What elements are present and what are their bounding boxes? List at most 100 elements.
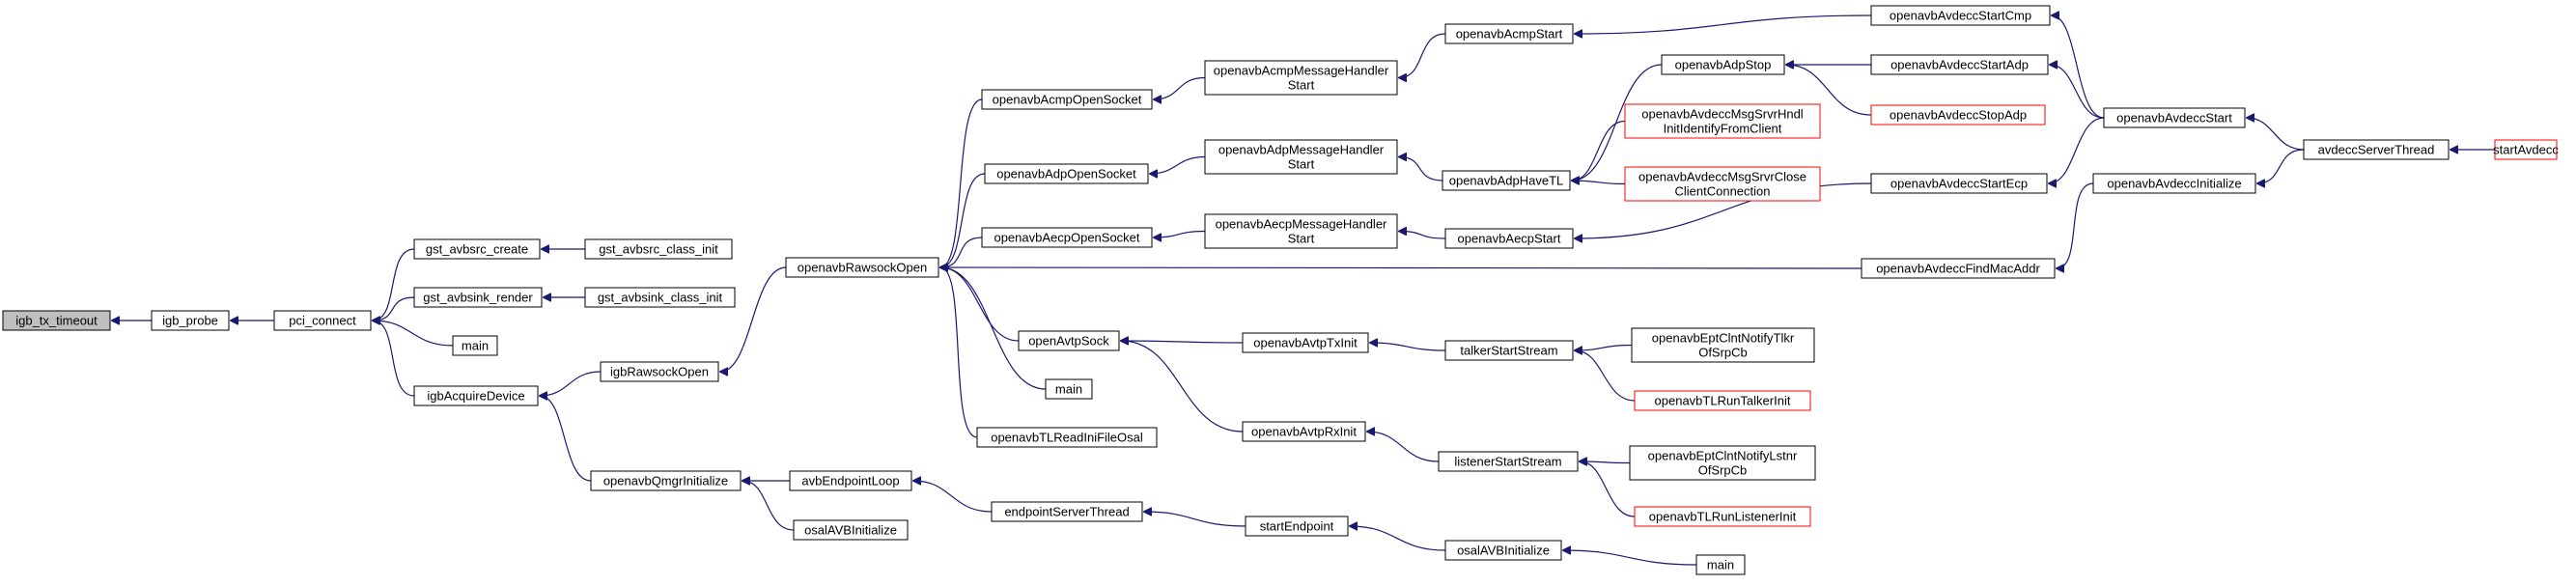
node-box	[1634, 390, 1811, 411]
node-label: openavbAcmpOpenSocket	[993, 93, 1142, 107]
node-label: ClientConnection	[1674, 184, 1770, 199]
node-openavb-rawsock-open[interactable]: openavbRawsockOpen	[785, 257, 939, 278]
node-box	[1870, 173, 2048, 194]
node-box	[2, 310, 111, 331]
node-box	[413, 238, 541, 260]
edge	[1370, 343, 1446, 351]
node-openavb-avdecc-stop-adp[interactable]: openavbAvdeccStopAdp	[1870, 104, 2046, 126]
node-openavb-acmp-start[interactable]: openavbAcmpStart	[1444, 23, 1574, 44]
node-box	[584, 287, 736, 308]
node-openavb-aecp-start[interactable]: openavbAecpStart	[1444, 228, 1574, 249]
node-gst-avbsink-render[interactable]: gst_avbsink_render	[413, 287, 543, 308]
edge-igb-acquire-device-to-pci-connect	[373, 321, 415, 397]
node-avdecc-server-thread[interactable]: avdeccServerThread	[2303, 139, 2450, 160]
node-start-avdecc[interactable]: startAvdecc	[2493, 139, 2559, 160]
node-listener-start-stream[interactable]: listenerStartStream	[1438, 451, 1579, 472]
node-main-pci[interactable]: main	[452, 335, 498, 356]
edge	[2057, 182, 2094, 268]
node-igb-tx-timeout[interactable]: igb_tx_timeout	[2, 310, 111, 331]
edge	[1399, 232, 1446, 239]
node-gst-avbsrc-create[interactable]: gst_avbsrc_create	[413, 238, 541, 260]
node-endpoint-server-thread[interactable]: endpointServerThread	[991, 501, 1143, 522]
edge-igb-rawsock-open-to-igb-acquire-device	[540, 371, 602, 396]
edge	[1150, 155, 1206, 175]
node-label: openavbAvdeccMsgSrvrHndl	[1641, 107, 1804, 122]
node-pci-connect[interactable]: pci_connect	[273, 310, 372, 331]
node-box	[981, 227, 1153, 248]
edge	[1575, 344, 1633, 351]
node-box	[600, 361, 719, 382]
node-igb-rawsock-open[interactable]: igbRawsockOpen	[600, 361, 719, 382]
node-osal-avbinitialize-s[interactable]: osalAVBInitialize	[1444, 540, 1562, 561]
node-openavb-aecp-open-socket[interactable]: openavbAecpOpenSocket	[981, 227, 1153, 248]
node-label: Start	[1288, 232, 1315, 246]
edge	[1575, 350, 1636, 402]
node-openavb-avdecc-initialize[interactable]: openavbAvdeccInitialize	[2092, 173, 2256, 194]
node-start-endpoint[interactable]: startEndpoint	[1245, 516, 1349, 537]
node-msg-srvr-hndl-init-identify-from-client[interactable]: openavbAvdeccMsgSrvrHndlInitIdentifyFrom…	[1624, 103, 1821, 139]
node-openavb-adp-have-tl[interactable]: openavbAdpHaveTL	[1442, 170, 1571, 191]
node-openavb-tlrun-listener-init[interactable]: openavbTLRunListenerInit	[1634, 506, 1811, 527]
node-openavb-acmp-open-socket[interactable]: openavbAcmpOpenSocket	[981, 89, 1153, 110]
node-label: openavbAvtpTxInit	[1253, 336, 1358, 350]
node-openavb-avdecc-start-cmp[interactable]: openavbAvdeccStartCmp	[1870, 5, 2051, 26]
node-openavb-tlread-ini-file-osal[interactable]: openavbTLReadIniFileOsal	[976, 427, 1158, 448]
node-label: gst_avbsrc_create	[426, 242, 528, 257]
node-main-osal[interactable]: main	[1695, 554, 1746, 575]
node-box	[1444, 540, 1562, 561]
node-label: listenerStartStream	[1454, 455, 1561, 469]
node-box	[785, 257, 939, 278]
node-openavb-avdecc-start[interactable]: openavbAvdeccStart	[2103, 107, 2246, 128]
node-osal-avbinitialize-q[interactable]: osalAVBInitialize	[793, 519, 909, 541]
node-label: openavbAecpMessageHandler	[1216, 217, 1387, 232]
node-gst-avbsink-class-init[interactable]: gst_avbsink_class_init	[584, 287, 736, 308]
node-label: Start	[1288, 157, 1315, 172]
node-openavb-adp-open-socket[interactable]: openavbAdpOpenSocket	[984, 163, 1149, 184]
edge-openavb-avtp-rx-init-to-open-avtp-sock	[1121, 341, 1244, 433]
node-openavb-avtp-rx-init[interactable]: openavbAvtpRxInit	[1242, 421, 1366, 442]
node-label: endpointServerThread	[1004, 505, 1129, 519]
node-openavb-avdecc-start-ecp[interactable]: openavbAvdeccStartEcp	[1870, 173, 2048, 194]
node-openavb-adp-stop[interactable]: openavbAdpStop	[1661, 54, 1785, 75]
node-openavb-qmgr-initialize[interactable]: openavbQmgrInitialize	[590, 470, 742, 491]
node-gst-avbsrc-class-init[interactable]: gst_avbsrc_class_init	[584, 238, 733, 260]
edge-msg-srvr-close-client-connection-to-openavb-adp-have-tl	[1572, 181, 1626, 184]
node-box	[413, 385, 539, 406]
edge-gst-avbsrc-create-to-pci-connect	[373, 248, 415, 321]
node-talker-start-stream[interactable]: talkerStartStream	[1444, 340, 1574, 361]
edge	[1367, 432, 1440, 462]
node-box	[1045, 378, 1093, 400]
node-openavb-avdecc-start-adp[interactable]: openavbAvdeccStartAdp	[1870, 54, 2049, 75]
edge-openavb-qmgr-initialize-to-igb-acquire-device	[540, 396, 592, 482]
node-openavb-tlrun-talker-init[interactable]: openavbTLRunTalkerInit	[1634, 390, 1811, 411]
node-label: InitIdentifyFromClient	[1664, 122, 1782, 136]
node-igb-acquire-device[interactable]: igbAcquireDevice	[413, 385, 539, 406]
node-msg-srvr-close-client-connection[interactable]: openavbAvdeccMsgSrvrCloseClientConnectio…	[1624, 166, 1821, 202]
node-label: gst_avbsink_class_init	[598, 291, 723, 305]
node-main-raw[interactable]: main	[1045, 378, 1093, 400]
node-label: openavbAvdeccMsgSrvrClose	[1638, 170, 1806, 184]
node-openavb-avdecc-find-mac-addr[interactable]: openavbAvdeccFindMacAddr	[1861, 258, 2056, 279]
node-igb-probe[interactable]: igb_probe	[151, 310, 230, 331]
node-label: openavbRawsockOpen	[798, 261, 927, 275]
node-box	[991, 501, 1143, 522]
node-box	[1631, 327, 1815, 363]
node-box	[1634, 506, 1811, 527]
edge	[540, 371, 602, 396]
edge	[742, 481, 795, 531]
node-label: openavbAvdeccStartAdp	[1890, 58, 2029, 72]
edge-openavb-adp-stop-to-openavb-adp-have-tl	[1572, 64, 1663, 181]
node-open-avtp-sock[interactable]: openAvtpSock	[1018, 330, 1120, 351]
node-label: openavbAvdeccStartCmp	[1890, 9, 2031, 23]
node-label: OfSrpCb	[1698, 463, 1748, 478]
node-label: openavbAcmpMessageHandler	[1214, 64, 1389, 78]
node-openavb-avtp-tx-init[interactable]: openavbAvtpTxInit	[1242, 332, 1369, 353]
node-avb-endpoint-loop[interactable]: avbEndpointLoop	[789, 470, 912, 491]
edge-openavb-avdecc-stop-adp-to-openavb-adp-stop	[1786, 65, 1872, 116]
